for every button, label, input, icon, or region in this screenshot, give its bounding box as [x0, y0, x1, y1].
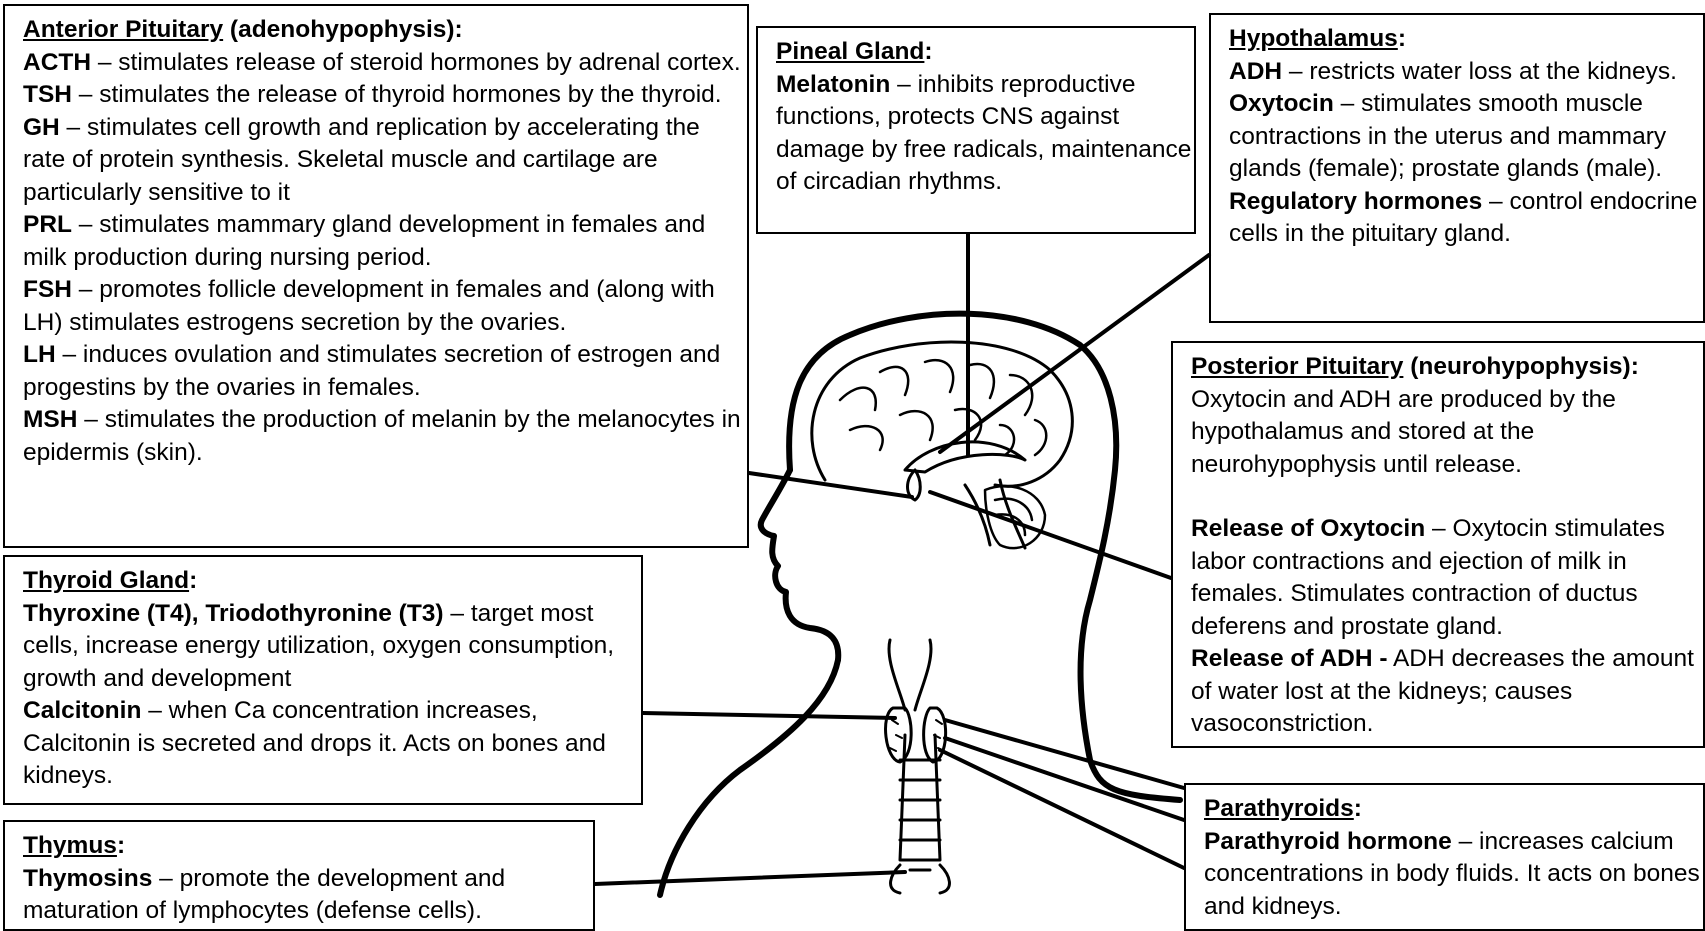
larynx: [889, 640, 931, 710]
hormone-name: Thyroxine (T4), Triodothyronine (T3): [23, 600, 444, 627]
box-title: Parathyroids: [1204, 795, 1354, 822]
hormone-desc: – stimulates cell growth and replication…: [23, 114, 700, 206]
parathyroids-box: Parathyroids: Parathyroid hormone – incr…: [1184, 783, 1705, 931]
pituitary: [908, 470, 921, 500]
box-title-colon: :: [1398, 25, 1406, 52]
hormone-name: ACTH: [23, 49, 91, 76]
box-title: Posterior Pituitary: [1191, 353, 1403, 380]
hormone-name: FSH: [23, 276, 72, 303]
hormone-desc: – stimulates the release of thyroid horm…: [72, 81, 722, 108]
hormone-name: Regulatory hormones: [1229, 188, 1482, 215]
brain-gyri: [840, 360, 1046, 455]
hypothalamus-box: Hypothalamus: ADH – restricts water loss…: [1209, 13, 1705, 323]
pineal-gland-box: Pineal Gland: Melatonin – inhibits repro…: [756, 26, 1196, 234]
box-title: Pineal Gland: [776, 38, 924, 65]
head-outline: [789, 314, 1180, 800]
hormone-name: ADH: [1229, 58, 1282, 85]
box-title-colon: :: [1354, 795, 1362, 822]
hormone-name: Oxytocin: [1229, 90, 1334, 117]
cerebellum: [985, 486, 1045, 548]
box-title-note: (neurohypophysis):: [1403, 353, 1638, 380]
hormone-name: Release of Oxytocin: [1191, 515, 1425, 542]
face-profile: [761, 470, 839, 660]
hormone-name: LH: [23, 341, 56, 368]
hormone-desc: – stimulates the production of melanin b…: [23, 406, 741, 466]
box-title-colon: :: [117, 832, 125, 859]
hormone-desc: – stimulates release of steroid hormones…: [91, 49, 741, 76]
thymus-box: Thymus: Thymosins – promote the developm…: [3, 820, 595, 931]
hormone-desc: – induces ovulation and stimulates secre…: [23, 341, 720, 401]
hormone-desc: – promotes follicle development in femal…: [23, 276, 715, 336]
thyroid-gland-box: Thyroid Gland: Thyroxine (T4), Triodothy…: [3, 555, 643, 805]
hormone-name: TSH: [23, 81, 72, 108]
box-title: Thymus: [23, 832, 117, 859]
corpus-callosum: [905, 442, 1025, 472]
box-title-colon: :: [189, 567, 197, 594]
hormone-name: MSH: [23, 406, 77, 433]
bronchi: [891, 865, 950, 893]
box-title-note: (adenohypophysis):: [223, 16, 463, 43]
box-title: Thyroid Gland: [23, 567, 189, 594]
hormone-name: PRL: [23, 211, 72, 238]
box-title: Hypothalamus: [1229, 25, 1398, 52]
neck-front-shoulder: [660, 660, 838, 895]
hormone-name: Release of ADH -: [1191, 645, 1388, 672]
spacer: [1191, 481, 1703, 513]
intro-text: Oxytocin and ADH are produced by the hyp…: [1191, 384, 1703, 482]
box-title-colon: :: [924, 38, 932, 65]
anterior-pituitary-box: Anterior Pituitary (adenohypophysis): AC…: [3, 4, 749, 548]
hormone-name: GH: [23, 114, 60, 141]
hormone-name: Melatonin: [776, 71, 890, 98]
hormone-name: Thymosins: [23, 865, 152, 892]
hormone-desc: – restricts water loss at the kidneys.: [1282, 58, 1677, 85]
posterior-pituitary-box: Posterior Pituitary (neurohypophysis): O…: [1171, 341, 1705, 748]
hormone-desc: – stimulates mammary gland development i…: [23, 211, 705, 271]
box-title: Anterior Pituitary: [23, 16, 223, 43]
hormone-name: Parathyroid hormone: [1204, 828, 1452, 855]
hormone-name: Calcitonin: [23, 697, 141, 724]
